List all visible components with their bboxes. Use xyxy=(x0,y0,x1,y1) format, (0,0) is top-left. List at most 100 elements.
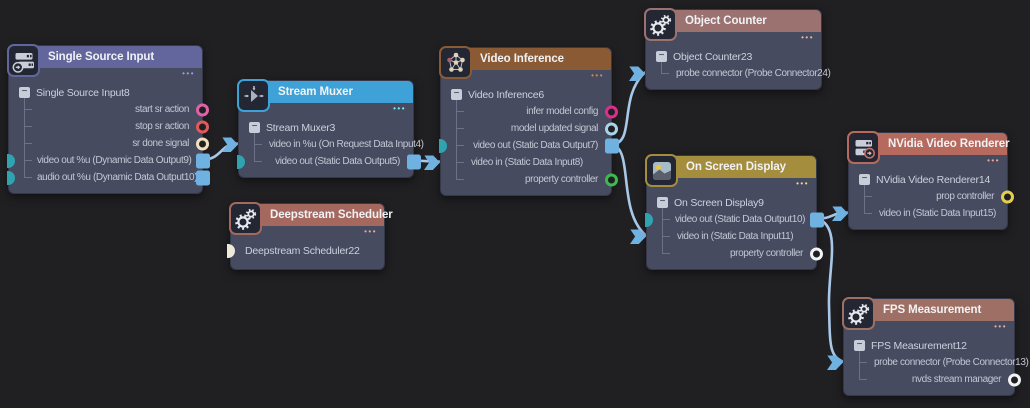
port-label: start sr action xyxy=(134,104,189,115)
queue-port[interactable] xyxy=(237,154,245,169)
data-input-port[interactable] xyxy=(832,206,848,221)
port-row: property controller xyxy=(647,245,823,262)
signal-port[interactable] xyxy=(810,247,823,260)
node-menu-button[interactable]: ••• xyxy=(987,156,1000,165)
signal-port[interactable] xyxy=(605,122,618,135)
collapse-toggle[interactable]: − xyxy=(19,87,30,98)
port-label: audio out %u (Dynamic Data Output10) xyxy=(37,172,198,183)
signal-port[interactable] xyxy=(196,137,209,150)
collapse-toggle[interactable]: − xyxy=(859,174,870,185)
node-single-source-input[interactable]: Single Source Input ••• − Single Source … xyxy=(7,44,210,194)
port-row: audio out %u (Dynamic Data Output10) xyxy=(7,169,210,186)
node-menu-button[interactable]: ••• xyxy=(364,227,377,236)
wire-inference-to-osd[interactable] xyxy=(610,143,648,237)
node-header[interactable]: Single Source Input xyxy=(9,46,202,68)
collapse-toggle[interactable]: − xyxy=(656,51,667,62)
data-output-port[interactable] xyxy=(605,138,619,153)
queue-port[interactable] xyxy=(7,153,15,168)
node-title: Deepstream Scheduler xyxy=(270,209,393,221)
port-label: stop sr action xyxy=(135,121,189,132)
port-row: video out %u (Dynamic Data Output9) xyxy=(7,152,210,169)
component-row: Deepstream Scheduler22 xyxy=(227,242,384,259)
port-row: nvds stream manager xyxy=(844,371,1021,388)
port-row: prop controller xyxy=(849,188,1014,205)
port-label: video in (Static Data Input15) xyxy=(879,208,996,219)
node-menu-button[interactable]: ••• xyxy=(393,104,406,113)
data-output-port[interactable] xyxy=(196,170,210,185)
node-nvidia-video-renderer[interactable]: NVidia Video Renderer ••• − NVidia Video… xyxy=(832,131,1014,230)
port-row: probe connector (Probe Connector13) xyxy=(827,354,1029,371)
port-row: probe connector (Probe Connector24) xyxy=(629,65,831,82)
collapse-toggle[interactable]: − xyxy=(657,197,668,208)
port-row: video out (Static Data Output10) xyxy=(645,211,824,228)
component-row: − Object Counter23 xyxy=(646,48,821,65)
signal-port[interactable] xyxy=(196,120,209,133)
node-title: Stream Muxer xyxy=(278,86,353,98)
gears-icon xyxy=(229,202,262,235)
gears-icon xyxy=(842,297,875,330)
signal-port[interactable] xyxy=(196,103,209,116)
data-output-port[interactable] xyxy=(810,212,824,227)
port-label: video out (Static Data Output10) xyxy=(675,214,806,225)
node-fps-measurement[interactable]: FPS Measurement ••• − FPS Measurement12 … xyxy=(827,297,1029,396)
data-output-port[interactable] xyxy=(407,154,421,169)
component-row: − Single Source Input8 xyxy=(9,84,202,101)
node-object-counter[interactable]: Object Counter ••• − Object Counter23 pr… xyxy=(629,8,831,90)
node-header[interactable]: On Screen Display xyxy=(647,156,816,178)
port-row: video in %u (On Request Data Input4) xyxy=(222,136,424,153)
collapse-toggle[interactable]: − xyxy=(854,340,865,351)
node-header[interactable]: Video Inference xyxy=(441,48,611,70)
node-video-inference[interactable]: Video Inference ••• − Video Inference6 i… xyxy=(424,46,619,196)
renderer-icon xyxy=(847,131,880,164)
collapse-toggle[interactable]: − xyxy=(451,89,462,100)
data-input-port[interactable] xyxy=(629,66,645,81)
signal-port[interactable] xyxy=(1008,373,1021,386)
node-header[interactable]: Stream Muxer xyxy=(239,81,413,103)
queue-port[interactable] xyxy=(439,138,447,153)
node-menu-button[interactable]: ••• xyxy=(796,179,809,188)
node-stream-muxer[interactable]: Stream Muxer ••• − Stream Muxer3 video i… xyxy=(222,79,424,178)
node-menu-button[interactable]: ••• xyxy=(801,33,814,42)
node-menu-button[interactable]: ••• xyxy=(591,71,604,80)
data-input-port[interactable] xyxy=(424,155,440,170)
collapse-toggle[interactable]: − xyxy=(249,122,260,133)
neural-net-icon xyxy=(439,46,472,79)
port-label: video in (Static Data Input11) xyxy=(677,231,794,242)
port-label: video out (Static Data Output7) xyxy=(473,140,598,151)
data-input-port[interactable] xyxy=(630,229,646,244)
node-title: FPS Measurement xyxy=(883,304,982,316)
signal-port[interactable] xyxy=(605,173,618,186)
node-deepstream-scheduler[interactable]: Deepstream Scheduler ••• Deepstream Sche… xyxy=(227,202,393,270)
wire-osd-to-fps[interactable] xyxy=(815,217,845,363)
port-row: video out (Static Data Output5) xyxy=(237,153,421,170)
component-row: − NVidia Video Renderer14 xyxy=(849,171,1007,188)
component-name: Deepstream Scheduler22 xyxy=(245,244,360,257)
node-header[interactable]: Object Counter xyxy=(646,10,821,32)
data-input-port[interactable] xyxy=(827,355,843,370)
component-name: On Screen Display9 xyxy=(674,196,764,209)
data-output-port[interactable] xyxy=(196,153,210,168)
port-row: stop sr action xyxy=(9,118,209,135)
data-input-port[interactable] xyxy=(222,137,238,152)
scheduler-port[interactable] xyxy=(227,243,235,258)
signal-port[interactable] xyxy=(1001,190,1014,203)
node-title: Single Source Input xyxy=(48,51,155,63)
node-menu-button[interactable]: ••• xyxy=(182,69,195,78)
node-header[interactable]: NVidia Video Renderer xyxy=(849,133,1010,155)
queue-port[interactable] xyxy=(7,170,15,185)
port-label: probe connector (Probe Connector13) xyxy=(874,357,1029,368)
node-title: On Screen Display xyxy=(686,161,786,173)
signal-port[interactable] xyxy=(605,105,618,118)
node-header[interactable]: FPS Measurement xyxy=(844,299,1014,321)
port-label: video out %u (Dynamic Data Output9) xyxy=(37,155,192,166)
component-name: FPS Measurement12 xyxy=(871,339,967,352)
node-on-screen-display[interactable]: On Screen Display ••• − On Screen Displa… xyxy=(630,154,824,270)
port-row: sr done signal xyxy=(9,135,209,152)
node-header[interactable]: Deepstream Scheduler xyxy=(231,204,393,226)
node-menu-button[interactable]: ••• xyxy=(994,322,1007,331)
port-label: prop controller xyxy=(936,191,994,202)
port-label: sr done signal xyxy=(132,138,189,149)
queue-port[interactable] xyxy=(645,212,653,227)
node-title: Object Counter xyxy=(685,15,767,27)
